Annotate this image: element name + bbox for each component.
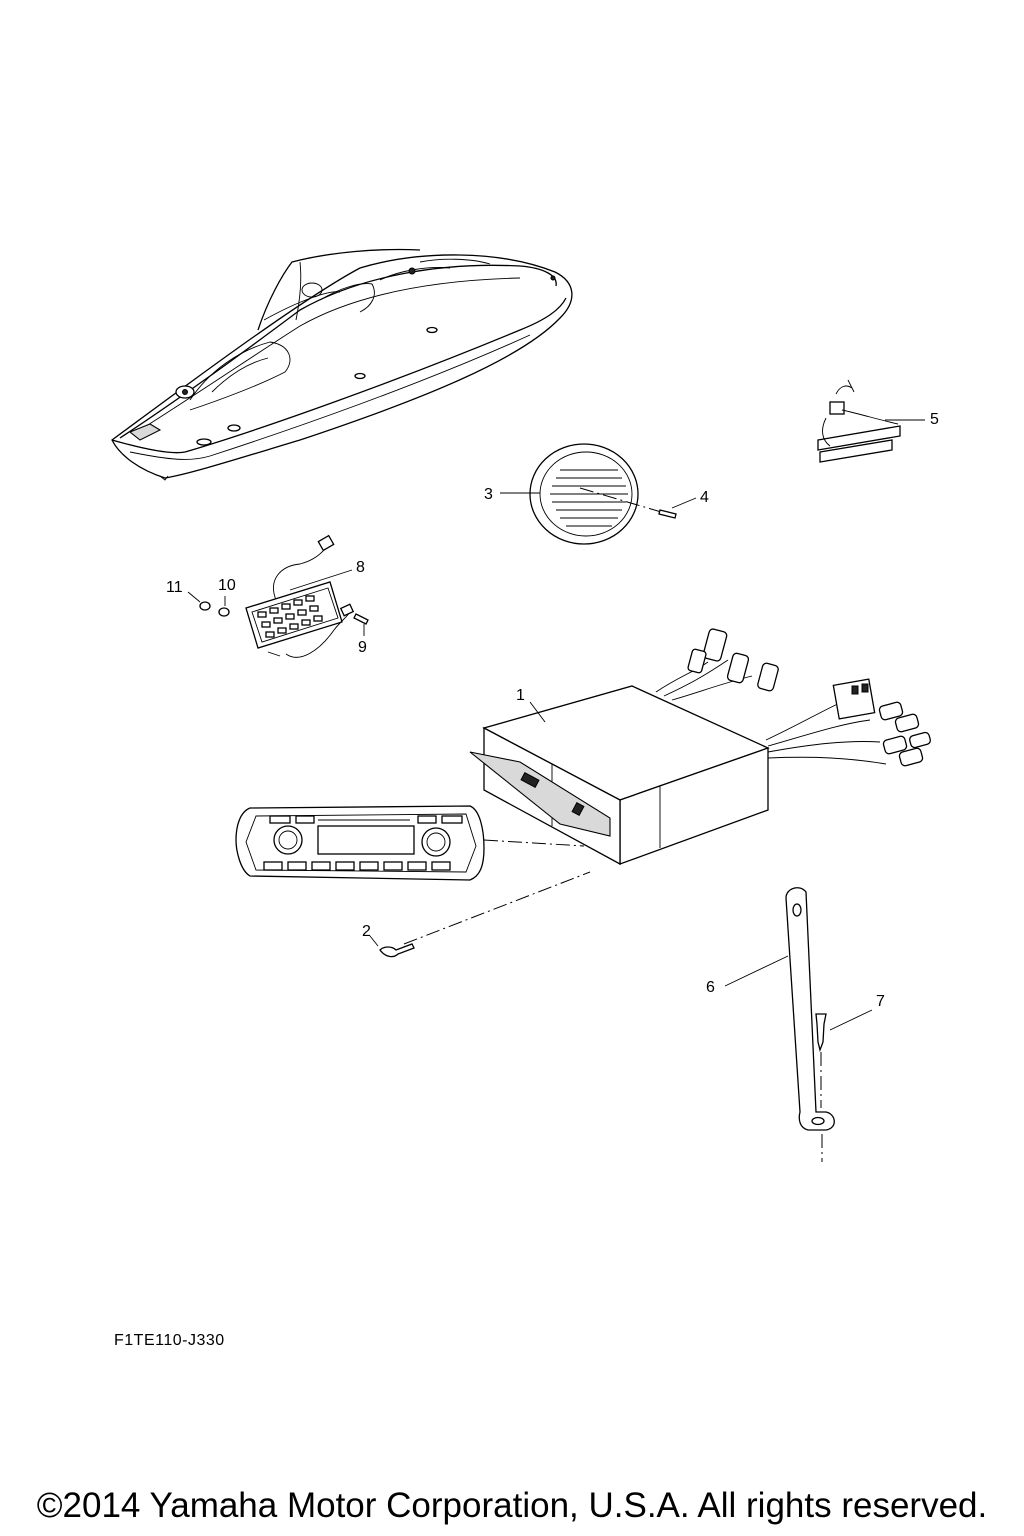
callout-4: 4 (700, 489, 709, 506)
figure-code: F1TE110-J330 (114, 1332, 225, 1349)
callout-9: 9 (358, 639, 367, 656)
part-2-screw (369, 935, 415, 958)
part-3-speaker (500, 443, 639, 545)
callout-1: 1 (516, 687, 525, 704)
stereo-faceplate (235, 805, 485, 881)
part-6-bracket (724, 887, 835, 1162)
part-7-screw (815, 1009, 873, 1108)
alignment-line (403, 871, 591, 945)
boat-illustration (111, 248, 573, 481)
part-11-nut (187, 591, 211, 611)
part-1-stereo-unit (469, 628, 931, 866)
alignment-line (483, 839, 585, 847)
callout-7: 7 (876, 993, 885, 1010)
callout-10: 10 (218, 577, 236, 594)
callout-6: 6 (706, 979, 715, 996)
part-4-screw (579, 487, 697, 519)
part-10-washer (218, 596, 230, 617)
part-8-remote-control (245, 534, 355, 658)
callout-3: 3 (484, 486, 493, 503)
callout-11: 11 (166, 579, 183, 596)
callout-5: 5 (930, 411, 939, 428)
part-9-screw (353, 613, 369, 636)
part-5-antenna-module (817, 379, 925, 463)
copyright-notice: ©2014 Yamaha Motor Corporation, U.S.A. A… (36, 1486, 988, 1525)
callout-2: 2 (362, 923, 371, 940)
callout-8: 8 (356, 559, 365, 576)
